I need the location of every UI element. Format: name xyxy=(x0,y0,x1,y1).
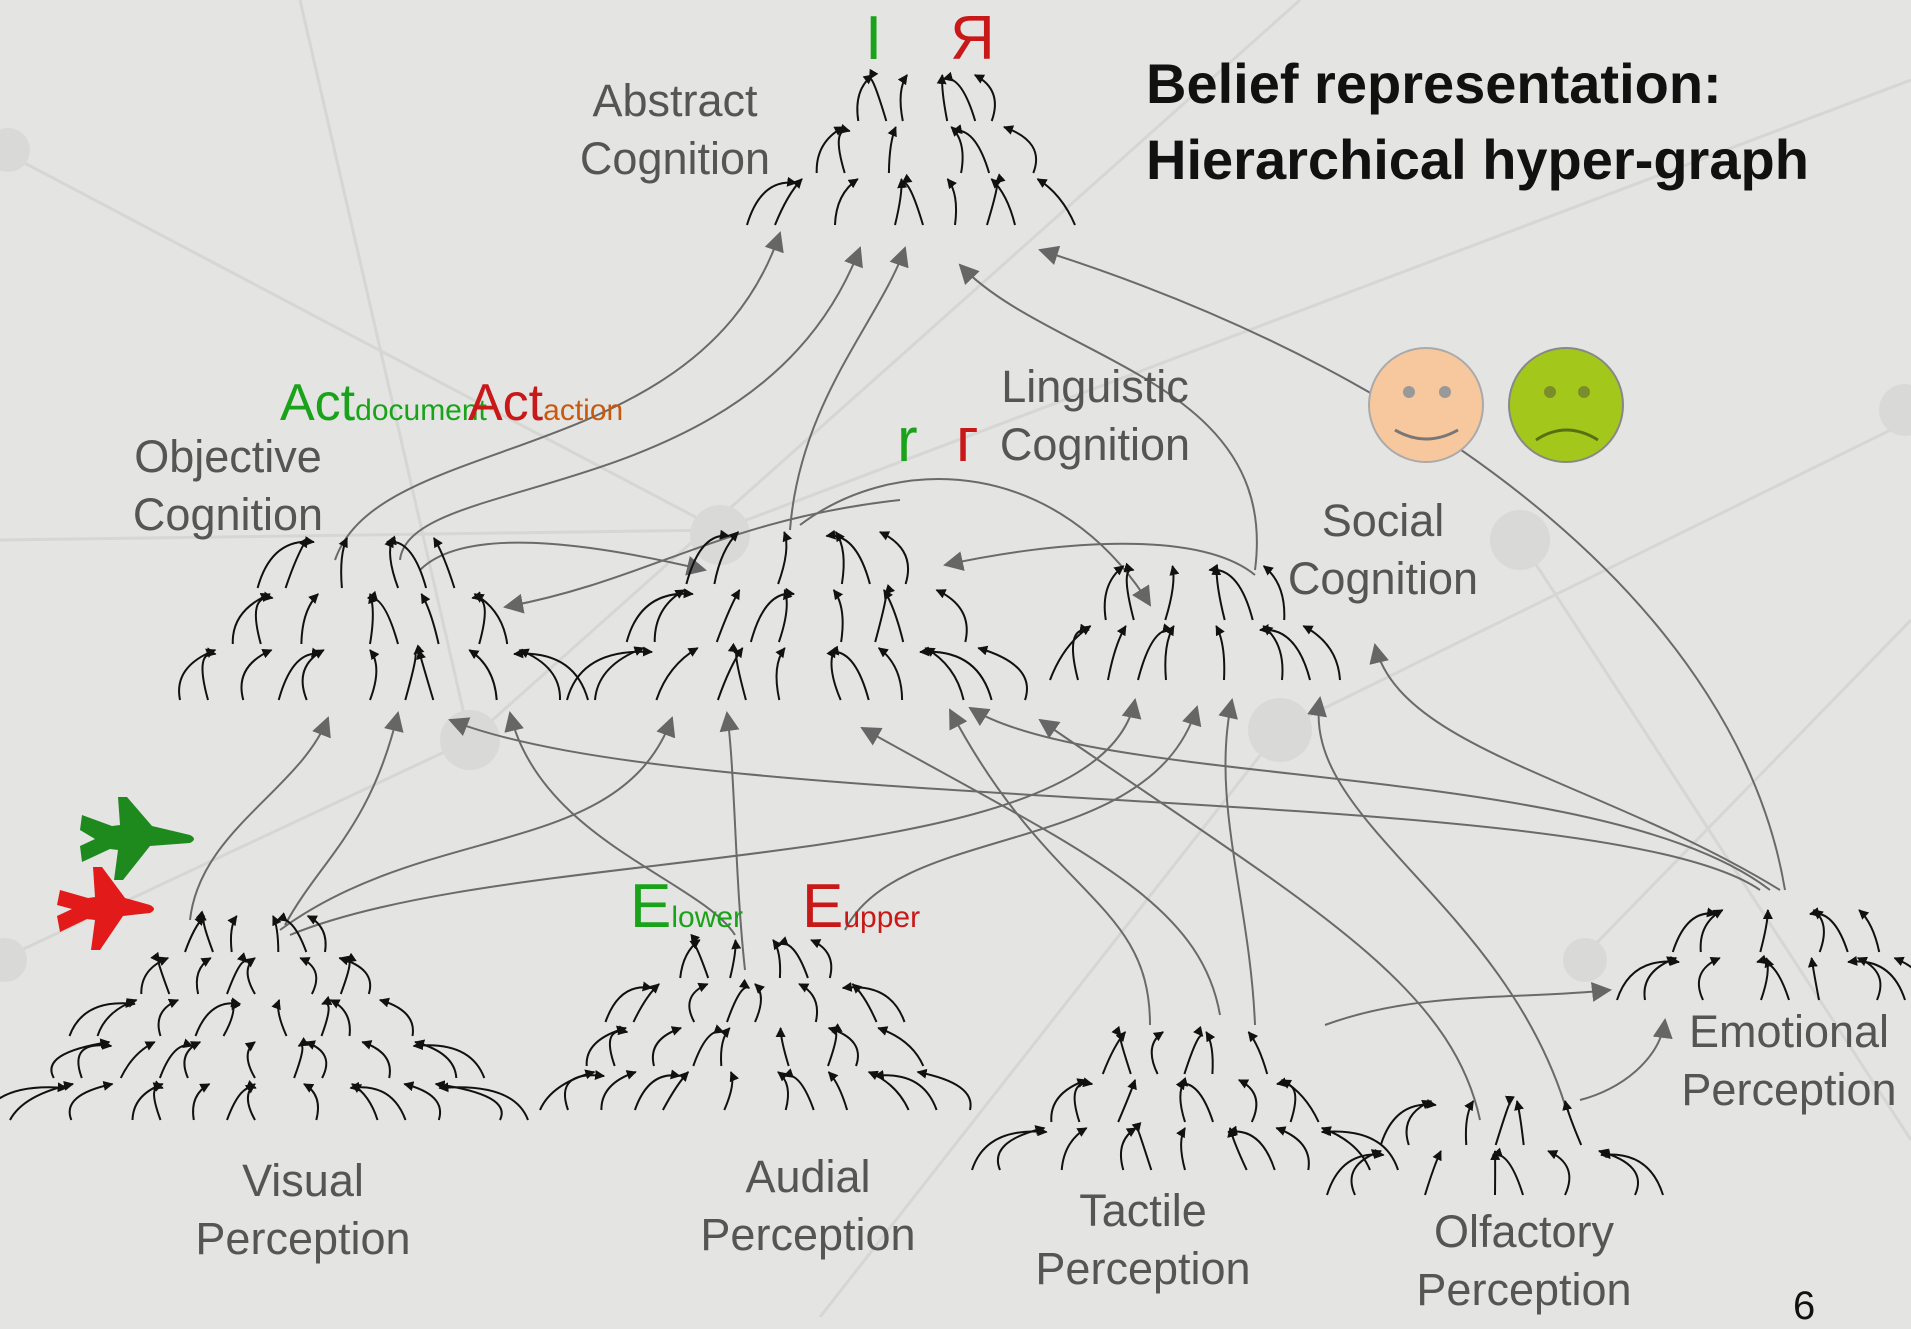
symbol-r: r xyxy=(897,406,918,475)
happy-face-icon xyxy=(1368,347,1484,463)
cluster-objective xyxy=(178,535,589,701)
label-visual-perception: Visual Perception xyxy=(195,1155,411,1264)
cluster-tactile xyxy=(971,1025,1399,1171)
label-abstract-cognition: Abstract Cognition xyxy=(579,75,771,184)
label-linguistic-cognition: Linguistic Cognition xyxy=(999,361,1191,470)
symbol-ge: г xyxy=(956,406,979,475)
symbol-e-upper: Eupper xyxy=(802,872,921,941)
label-tactile-perception: Tactile Perception xyxy=(1035,1185,1251,1294)
label-social-cognition: Social Cognition xyxy=(1287,495,1479,604)
cluster-audial xyxy=(539,933,972,1111)
green-airplane-icon xyxy=(80,797,194,880)
label-emotional-perception: Emotional Perception xyxy=(1681,1006,1897,1115)
cluster-social xyxy=(1049,562,1341,681)
label-audial-perception: Audial Perception xyxy=(700,1151,916,1260)
title-line-2: Hierarchical hyper-graph xyxy=(1146,128,1809,191)
label-objective-cognition: Objective Cognition xyxy=(132,431,324,540)
label-olfactory-perception: Olfactory Perception xyxy=(1416,1206,1632,1315)
cluster-emotional xyxy=(1616,907,1911,1001)
cluster-olfactory xyxy=(1326,1095,1664,1196)
symbol-i: I xyxy=(865,4,883,73)
cluster-linguistic xyxy=(566,529,1028,701)
slide-title: Belief representation: Hierarchical hype… xyxy=(1146,46,1809,198)
symbol-act-document: Actdocument xyxy=(280,374,487,432)
symbol-ya: Я xyxy=(950,4,995,73)
symbol-act-action: Actaction xyxy=(468,374,624,432)
red-airplane-icon xyxy=(57,867,154,950)
cluster-visual xyxy=(0,910,529,1121)
symbol-e-lower: Elower xyxy=(630,872,744,941)
title-line-1: Belief representation: xyxy=(1146,52,1722,115)
page-number: 6 xyxy=(1793,1284,1816,1328)
cluster-abstract xyxy=(746,68,1076,226)
sad-face-icon xyxy=(1508,347,1624,463)
